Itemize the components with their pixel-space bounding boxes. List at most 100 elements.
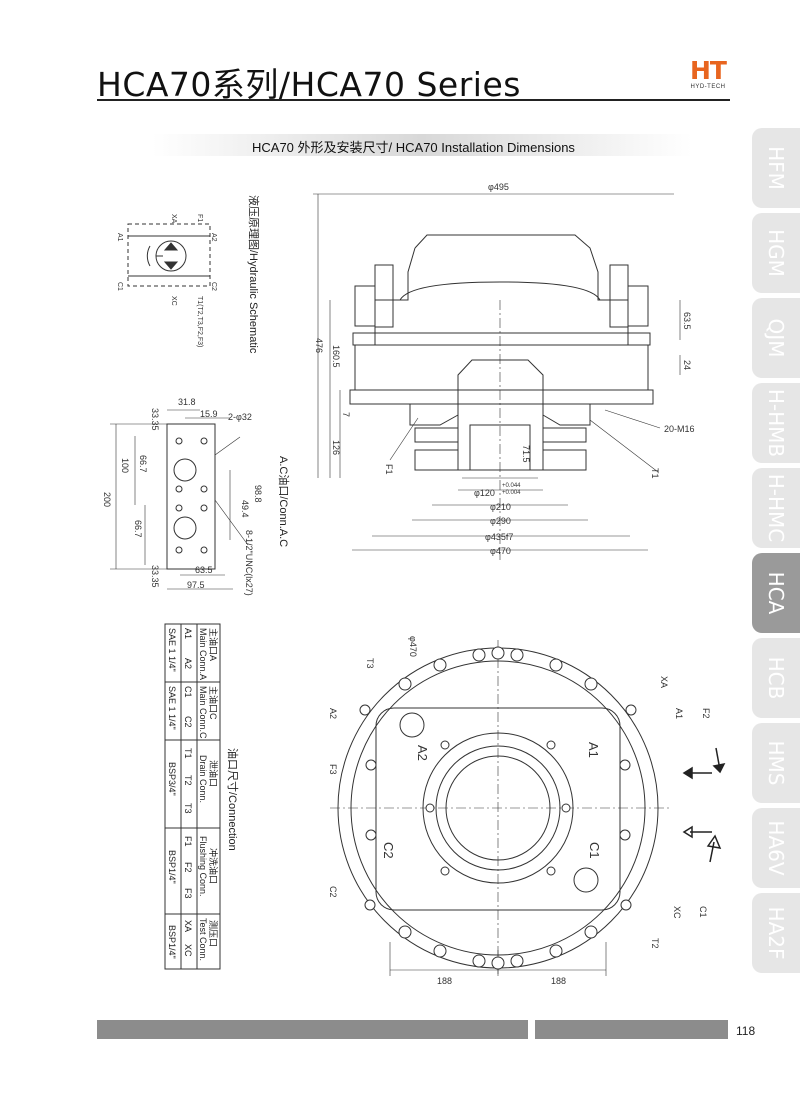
dim-33-35-top: 33.35 — [150, 408, 160, 431]
port-face-dims: 31.8 15.9 33.35 100 66.7 200 66.7 33.35 … — [102, 397, 263, 596]
conn-port-a1: A1 — [183, 628, 193, 639]
dim-435: φ435f7 — [485, 532, 513, 542]
section-subheading: HCA70 外形及安装尺寸/ HCA70 Installation Dimens… — [152, 134, 692, 156]
conn-header-cn-flush: 冲洗油口 — [208, 848, 219, 884]
conn-port-t3: T3 — [183, 803, 193, 814]
conn-port-t1: T1 — [183, 748, 193, 759]
label-t2: T2 — [650, 938, 660, 949]
schematic-c1: C1 — [116, 282, 123, 291]
logo-mark: HT — [690, 56, 727, 85]
conn-port-f3: F3 — [183, 888, 193, 899]
dim-33-35-bottom: 33.35 — [150, 565, 160, 588]
dim-63-5-side: 63.5 — [682, 312, 692, 330]
tab-hcb[interactable]: HCB — [752, 638, 800, 718]
face-label-c1: C1 — [587, 842, 602, 859]
tab-hca[interactable]: HCA — [752, 553, 800, 633]
schematic-a1: A1 — [116, 233, 123, 242]
dim-210: φ210 — [490, 502, 511, 512]
label-c1: C1 — [698, 906, 708, 918]
schematic-f1: F1 — [196, 214, 203, 222]
conn-header-cn-drain: 泄油口 — [208, 760, 219, 787]
dim-15-9: 15.9 — [200, 409, 218, 419]
rotation-arrows — [682, 747, 726, 863]
label-a2: A2 — [328, 708, 338, 719]
port-face-plate — [110, 409, 249, 590]
label-a1: A1 — [674, 708, 684, 719]
schematic-labels: XA F1 A1 A2 C1 C2 XC T1(T2,T3,F2,F3) — [116, 214, 217, 347]
conn-header-en-flush: Flushing Conn. — [198, 836, 208, 897]
connection-table: 主油口A Main Conn.A A1 A2 SAE 1 1/4" 主油口C M… — [167, 628, 219, 961]
conn-port-c1: C1 — [183, 686, 193, 698]
dim-120: φ120 — [474, 488, 495, 498]
brand-logo: HT HYD-TECH — [683, 58, 733, 90]
dim-7: 7 — [341, 412, 351, 417]
schematic-t1: T1(T2,T3,F2,F3) — [196, 296, 203, 347]
dim-66-7-top: 66.7 — [138, 455, 148, 473]
conn-header-en-test: Test Conn. — [198, 918, 208, 961]
page-number: 118 — [736, 1024, 756, 1038]
dim-495: φ495 — [488, 182, 509, 192]
label-t1-side: T1 — [650, 468, 660, 479]
dim-120-tol-down: +0.004 — [502, 490, 521, 496]
dim-290: φ290 — [490, 516, 511, 526]
page-title: HCA70系列/HCA70 Series — [97, 65, 521, 104]
schematic-xa: XA — [170, 214, 177, 224]
front-bolt-circle — [359, 646, 637, 970]
conn-header-en-c: Main Conn.C — [198, 686, 208, 739]
side-view-dims: φ495 476 160.5 7 126 63.5 24 71.5 20-M16… — [314, 182, 695, 556]
motor-side-view — [313, 193, 681, 560]
dim-m16: 20-M16 — [664, 424, 695, 434]
conn-port-c2: C2 — [183, 716, 193, 728]
hydraulic-schematic — [127, 223, 211, 287]
face-label-a1: A1 — [586, 742, 601, 758]
series-tabs: HFM HGM QJM H-HMB H-HMC HCA HCB HMS HA6V… — [752, 128, 800, 978]
tab-hms[interactable]: HMS — [752, 723, 800, 803]
subheading-text: HCA70 外形及安装尺寸/ HCA70 Installation Dimens… — [252, 140, 575, 155]
tab-ha2f[interactable]: HA2F — [752, 893, 800, 973]
connection-table-grid — [164, 623, 221, 970]
dim-31-8: 31.8 — [178, 397, 196, 407]
dim-hole: 2-φ32 — [228, 412, 252, 422]
tab-h-hmb[interactable]: H-HMB — [752, 383, 800, 463]
dim-160-5: 160.5 — [331, 345, 341, 368]
label-t3: T3 — [365, 658, 375, 669]
front-view-labels: φ470 188 188 T3 A2 F3 C2 XA A1 F2 XC C1 … — [328, 636, 711, 986]
tab-qjm[interactable]: QJM — [752, 298, 800, 378]
conn-port-xc: XC — [183, 944, 193, 957]
schematic-a2: A2 — [210, 233, 217, 242]
motor-front-view — [330, 640, 670, 976]
tab-hfm[interactable]: HFM — [752, 128, 800, 208]
face-label-c2: C2 — [381, 842, 396, 859]
footer-bar-right — [535, 1020, 728, 1039]
dim-476: 476 — [314, 338, 324, 353]
tab-ha6v[interactable]: HA6V — [752, 808, 800, 888]
label-f1-side: F1 — [384, 464, 394, 475]
conn-port-a2: A2 — [183, 658, 193, 669]
dim-100: 100 — [120, 458, 130, 473]
title-rule — [97, 99, 730, 101]
dim-63-5: 63.5 — [195, 565, 213, 575]
dim-24: 24 — [682, 360, 692, 370]
dim-49-4: 49.4 — [240, 500, 250, 518]
dim-120-tol-up: +0.044 — [502, 483, 521, 489]
dim-200: 200 — [102, 492, 112, 507]
label-xc: XC — [672, 906, 682, 919]
conn-size-drain: BSP3/4" — [167, 762, 177, 796]
conn-header-en-a: Main Conn.A — [198, 628, 208, 680]
tab-hgm[interactable]: HGM — [752, 213, 800, 293]
conn-header-en-drain: Drain Conn. — [198, 755, 208, 803]
conn-size-a: SAE 1 1/4" — [167, 628, 177, 672]
label-xa: XA — [659, 676, 669, 688]
dim-thread: 8-1/2"UNC(lx27) — [244, 530, 254, 596]
label-c2: C2 — [328, 886, 338, 898]
dim-97-5: 97.5 — [187, 580, 205, 590]
dim-71-5: 71.5 — [521, 445, 531, 463]
conn-header-cn-c: 主油口C — [208, 686, 219, 720]
dim-188-left: 188 — [437, 976, 452, 986]
tab-h-hmc[interactable]: H-HMC — [752, 468, 800, 548]
dim-66-7-bottom: 66.7 — [133, 520, 143, 538]
label-f3: F3 — [328, 764, 338, 775]
schematic-c2: C2 — [210, 282, 217, 291]
label-f2: F2 — [701, 708, 711, 719]
